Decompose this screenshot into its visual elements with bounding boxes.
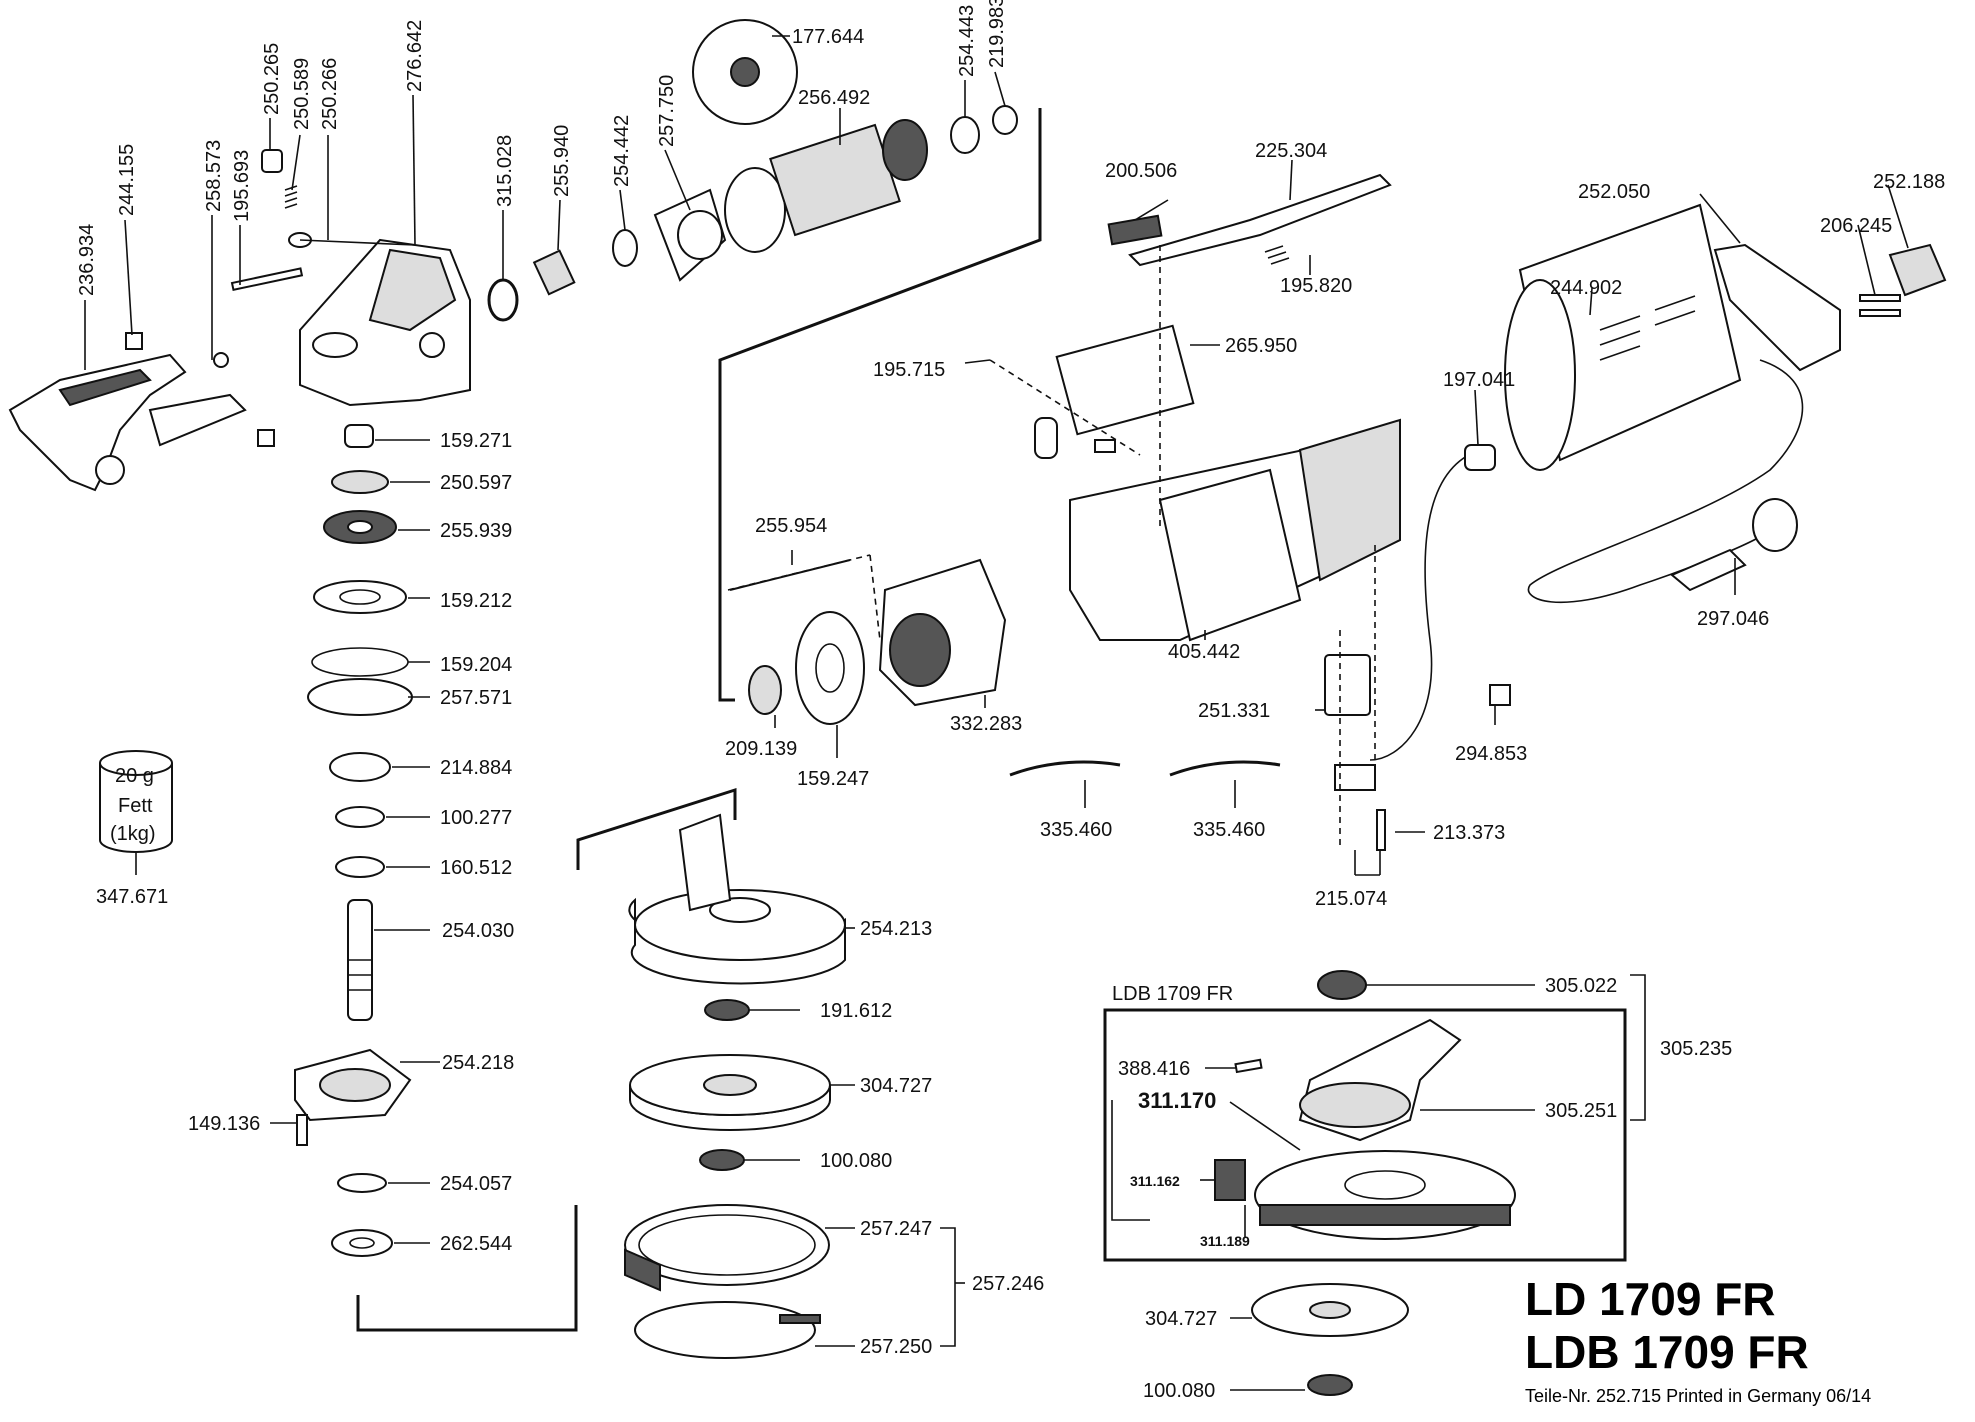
part-label-159247: 159.247 [797,768,869,790]
inset-title: LDB 1709 FR [1112,983,1233,1005]
part-label-159212: 159.212 [440,590,512,612]
part-label-256492: 256.492 [798,87,870,109]
part-label-250265: 250.265 [261,43,283,115]
lower-bracket [356,1205,578,1332]
guard-parts [624,813,846,1359]
part-label-254213: 254.213 [860,918,932,940]
part-label-254218: 254.218 [442,1052,514,1074]
part-label-257246: 257.246 [972,1273,1044,1295]
part-label-254442: 254.442 [611,115,633,187]
part-label-335460-b: 335.460 [1193,819,1265,841]
part-label-195693: 195.693 [231,150,253,222]
inset-parts [1214,970,1516,1396]
part-label-100080: 100.080 [820,1150,892,1172]
part-label-257750: 257.750 [656,75,678,147]
part-label-244902: 244.902 [1550,277,1622,299]
part-label-255940: 255.940 [551,125,573,197]
part-label-255939: 255.939 [440,520,512,542]
part-label-258573: 258.573 [203,140,225,212]
part-label-265950: 265.950 [1225,335,1297,357]
grease-tub: 20 g Fett (1kg) 347.671 [96,750,173,908]
part-label-311162: 311.162 [1130,1173,1180,1189]
part-label-160512: 160.512 [440,857,512,879]
model-title-ldb: LDB 1709 FR [1525,1326,1809,1378]
switch-parts [1107,173,1392,267]
part-label-262544: 262.544 [440,1233,512,1255]
part-label-276642: 276.642 [404,20,426,92]
grease-amount: 20 g [115,765,154,787]
part-labels: 236.934 244.155 258.573 195.693 250.265 … [76,0,1945,1402]
grease-name: Fett [118,795,153,817]
spindle-stack-parts [294,424,413,1257]
part-label-332283: 332.283 [950,713,1022,735]
part-label-225304: 225.304 [1255,140,1327,162]
part-label-195715: 195.715 [873,359,945,381]
part-label-297046: 297.046 [1697,608,1769,630]
part-label-254030: 254.030 [442,920,514,942]
part-label-250589: 250.589 [291,58,313,130]
part-label-100080-b: 100.080 [1143,1380,1215,1402]
model-title-ld: LD 1709 FR [1525,1273,1776,1325]
part-label-191612: 191.612 [820,1000,892,1022]
leader-lines [84,35,1909,1391]
part-label-252050: 252.050 [1578,181,1650,203]
grease-part-number: 347.671 [96,886,168,908]
part-label-254443: 254.443 [956,5,978,77]
part-label-100277: 100.277 [440,807,512,829]
part-label-315028: 315.028 [494,135,516,207]
footer-part-number: Teile-Nr. 252.715 Printed in Germany 06/… [1525,1386,1871,1406]
motor-housing-parts [729,324,1401,725]
part-label-305235: 305.235 [1660,1038,1732,1060]
part-label-200506: 200.506 [1105,160,1177,182]
part-label-311189: 311.189 [1200,1233,1250,1249]
part-label-159204: 159.204 [440,654,512,676]
part-label-335460-a: 335.460 [1040,819,1112,841]
inset-bracket [1630,974,1646,1121]
part-label-250597: 250.597 [440,472,512,494]
fastener-parts [125,149,312,447]
side-handle-part [8,353,247,492]
part-label-159271: 159.271 [440,430,512,452]
part-label-305251: 305.251 [1545,1100,1617,1122]
rear-handle-parts [1369,203,1947,761]
part-label-195820: 195.820 [1280,275,1352,297]
part-label-244155: 244.155 [116,144,138,216]
part-label-250266: 250.266 [319,58,341,130]
cable-clamp-parts [1009,654,1511,851]
part-label-294853: 294.853 [1455,743,1527,765]
o-ring-part [487,278,519,322]
part-label-257571: 257.571 [440,687,512,709]
armature-parts [532,19,1018,296]
part-label-177644: 177.644 [792,26,864,48]
part-label-405442: 405.442 [1168,641,1240,663]
group-bracket [718,108,1042,702]
part-label-255954: 255.954 [755,515,827,537]
part-label-209139: 209.139 [725,738,797,760]
part-label-214884: 214.884 [440,757,512,779]
part-label-251331: 251.331 [1198,700,1270,722]
part-label-236934: 236.934 [76,224,98,296]
inset-frame [1103,1008,1627,1262]
grease-pack: (1kg) [110,823,156,845]
guard-bracket [576,787,737,870]
part-label-388416: 388.416 [1118,1058,1190,1080]
part-label-206245: 206.245 [1820,215,1892,237]
part-label-213373: 213.373 [1433,822,1505,844]
gear-housing-part [299,238,471,407]
part-label-304727-b: 304.727 [1145,1308,1217,1330]
part-label-252188: 252.188 [1873,171,1945,193]
part-label-215074: 215.074 [1315,888,1387,910]
part-label-254057: 254.057 [440,1173,512,1195]
part-label-219983: 219.983 [986,0,1008,68]
part-label-257247: 257.247 [860,1218,932,1240]
part-label-197041: 197.041 [1443,369,1515,391]
part-label-311170: 311.170 [1138,1088,1216,1113]
inset-sub-bracket [1111,1100,1150,1221]
part-label-305022: 305.022 [1545,975,1617,997]
part-label-149136: 149.136 [188,1113,260,1135]
part-label-304727: 304.727 [860,1075,932,1097]
part-label-257250: 257.250 [860,1336,932,1358]
